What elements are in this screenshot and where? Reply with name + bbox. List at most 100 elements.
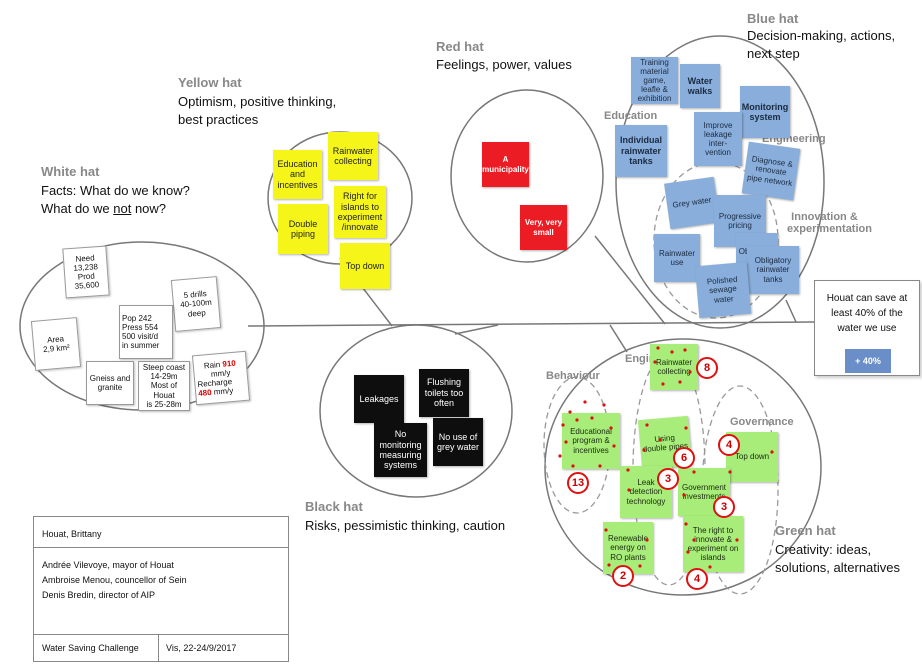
- note-very-small: Very, very small: [520, 205, 567, 250]
- note-educational-program: Educational program & incentives: [562, 413, 620, 469]
- note-right-for-islands: Right for islands to experiment /innovat…: [334, 186, 386, 238]
- note-pop-line3: 500 visit/d: [122, 332, 159, 341]
- note-monitoring-system: Monitoring system: [740, 86, 790, 138]
- note-gneiss: Gneiss and granite: [86, 361, 134, 405]
- note-right-to-innovate: The right to innovate & experiment on is…: [683, 516, 743, 572]
- black-hat-title: Black hat: [305, 499, 363, 514]
- note-steep-line3: Most of Houat: [150, 381, 178, 400]
- note-leak-detection: Leak detection technology: [620, 466, 672, 518]
- green-label-governance: Governance: [730, 416, 794, 428]
- note-water-walks: Water walks: [680, 64, 720, 108]
- red-hat-title: Red hat: [436, 39, 484, 54]
- info-person-2: Ambroise Menou, councellor of Sein: [42, 575, 187, 585]
- blue-label-education: Education: [604, 110, 658, 122]
- note-education-incentives: Education and incentives: [273, 150, 322, 199]
- note-improve-leakage: Improve leakage inter-vention: [694, 112, 742, 166]
- recharge-value: 480: [197, 388, 212, 399]
- note-leakages: Leakages: [354, 375, 404, 423]
- vote-count-8: 8: [696, 357, 718, 379]
- blue-label-innovation: Innovation & experimentation: [777, 211, 872, 235]
- branch-blue: [785, 299, 797, 323]
- note-pop-line4: in summer: [122, 341, 160, 351]
- black-hat-desc: Risks, pessimistic thinking, caution: [305, 518, 506, 533]
- note-gneiss-line1: Gneiss and: [89, 373, 131, 383]
- note-grey-water: Grey water: [664, 176, 720, 230]
- white-hat-desc: Facts: What do we know? What do we not n…: [41, 182, 190, 218]
- note-diagnose-renovate: Diagnose & renovate pipe network: [741, 141, 801, 201]
- note-no-monitoring: No monitoring measuring systems: [374, 423, 427, 477]
- note-drills: 5 drills 40-100m deep: [170, 276, 222, 332]
- goal-text: Houat can save at least 40% of the water…: [826, 293, 908, 334]
- white-hat-title: White hat: [41, 164, 100, 179]
- note-training-material: Training material game, leafle & exhibit…: [631, 57, 678, 104]
- blue-label-innovation-line2: experimentation: [787, 223, 872, 235]
- note-steep-coast: Steep coast 14-29m Most of Houat is 25-2…: [138, 361, 190, 411]
- note-rainwater-use: Rainwater use: [654, 234, 700, 282]
- info-event: Water Saving Challenge: [42, 643, 139, 653]
- green-hat-desc-line1: Creativity: ideas,: [775, 542, 872, 557]
- note-rainwater-collecting: Rainwater collecting: [328, 132, 378, 180]
- note-no-grey-water: No use of grey water: [433, 418, 483, 466]
- note-rain-line: Rain 910 mm/y: [195, 358, 244, 380]
- note-steep-line1: Steep coast: [142, 363, 186, 373]
- vote-count-4-top: 4: [718, 434, 740, 456]
- yellow-hat-desc-line2: best practices: [178, 112, 259, 127]
- green-hat-desc: Creativity: ideas, solutions, alternativ…: [775, 541, 900, 577]
- note-pop-line2: Press 554: [122, 322, 159, 332]
- info-divider-bottom: [34, 634, 288, 635]
- white-hat-desc-line2: What do we not now?: [41, 200, 190, 218]
- info-date: Vis, 22-24/9/2017: [166, 643, 237, 653]
- note-need-line2: Prod 35,600: [74, 271, 100, 291]
- info-divider-top: [34, 547, 288, 548]
- note-steep-line4: is 25-28m: [146, 399, 182, 409]
- vote-count-2: 2: [612, 565, 634, 587]
- note-gneiss-line2: granite: [97, 383, 123, 392]
- red-hat-desc: Feelings, power, values: [436, 57, 572, 72]
- info-place: Houat, Brittany: [42, 529, 102, 539]
- yellow-hat-title: Yellow hat: [178, 75, 242, 90]
- note-rainwater-collecting-green: Rainwater collecting: [650, 344, 698, 390]
- green-hat-ellipse: [544, 338, 822, 596]
- note-area: Area 2,9 km²: [30, 317, 82, 371]
- note-drills-line3: deep: [187, 307, 207, 319]
- vote-count-13: 13: [567, 472, 589, 494]
- white-hat-desc-not: not: [113, 201, 132, 216]
- note-obligatory-tanks: Obligatory rainwater tanks: [747, 246, 799, 294]
- white-hat-desc-c: now?: [131, 201, 167, 216]
- yellow-hat-desc-line1: Optimism, positive thinking,: [178, 94, 337, 109]
- vote-count-4-right: 4: [686, 568, 708, 590]
- note-individual-tanks: Individual rainwater tanks: [615, 125, 667, 177]
- note-top-down: Top down: [340, 243, 390, 289]
- recharge-unit: mm/y: [211, 386, 234, 398]
- blue-hat-desc: Decision-making, actions, next step: [747, 27, 895, 63]
- note-municipality: A municipality: [482, 142, 529, 187]
- note-flushing-toilets: Flushing toilets too often: [419, 369, 469, 417]
- note-rain-recharge: Rain 910 mm/y Recharge 480 mm/y: [191, 350, 251, 406]
- note-pop-line1: Pop 242: [122, 313, 152, 323]
- black-hat-ellipse: [319, 324, 513, 498]
- vote-count-3-leak: 3: [657, 468, 679, 490]
- note-polished-sewage: Polished sewage water: [694, 261, 752, 319]
- note-recharge-line: 480 mm/y: [198, 386, 234, 398]
- note-need-prod: Need 13,238 Prod 35,600: [62, 245, 110, 299]
- branch-red: [594, 235, 666, 325]
- vote-count-6: 6: [673, 447, 695, 469]
- info-person-1: Andrée Vilevoye, mayor of Houat: [42, 560, 174, 570]
- blue-hat-ellipse: [615, 35, 825, 329]
- green-label-behaviour: Behaviour: [546, 370, 600, 382]
- note-double-piping: Double piping: [278, 204, 328, 254]
- info-divider-vertical: [158, 634, 159, 661]
- blue-hat-title: Blue hat: [747, 11, 799, 26]
- note-area-line2: 2,9 km²: [42, 342, 71, 355]
- goal-badge: + 40%: [845, 349, 891, 373]
- green-hat-title: Green hat: [775, 523, 836, 538]
- white-hat-desc-a: What do we: [41, 201, 114, 216]
- white-hat-desc-line1: Facts: What do we know?: [41, 183, 190, 198]
- note-population: Pop 242 Press 554 500 visit/d in summer: [119, 305, 173, 359]
- green-hat-desc-line2: solutions, alternatives: [775, 560, 901, 575]
- info-person-3: Denis Bredin, director of AIP: [42, 590, 156, 600]
- yellow-hat-desc: Optimism, positive thinking, best practi…: [178, 93, 336, 129]
- blue-hat-desc-line1: Decision-making, actions,: [747, 28, 896, 43]
- red-hat-ellipse: [450, 89, 604, 263]
- note-steep-line2: 14-29m: [150, 372, 178, 382]
